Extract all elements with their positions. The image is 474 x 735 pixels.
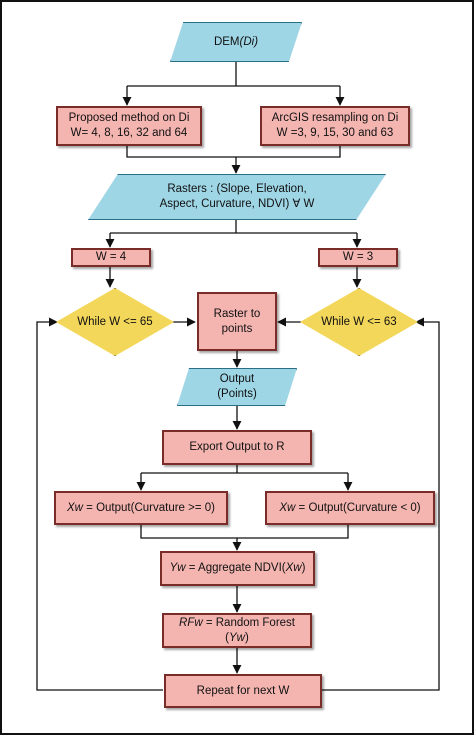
yw-text: = Aggregate NDVI( <box>185 562 286 574</box>
arcgis-resampling-box: ArcGIS resampling on Di W =3, 9, 15, 30 … <box>260 106 410 146</box>
rf-var: RFw <box>179 616 203 629</box>
rf-var2: Yw <box>229 631 245 644</box>
rasters-line2: Aspect, Curvature, NDVI) ∀ W <box>159 198 315 210</box>
dem-input: DEM(Di) <box>170 22 302 62</box>
rasters-io: Rasters : (Slope, Elevation, Aspect, Cur… <box>88 174 386 220</box>
w3-box: W = 3 <box>318 248 398 267</box>
w4-label: W = 4 <box>95 251 127 263</box>
xw-left-text: = Output(Curvature >= 0) <box>82 501 215 514</box>
edge-xw-merge <box>140 525 349 539</box>
rf-text: = Random Forest ( <box>202 616 295 644</box>
w4-box: W = 4 <box>71 248 151 267</box>
raster-points-line2: points <box>221 322 253 335</box>
xw-right-var: Xw <box>279 501 296 514</box>
proposed-line2: W= 4, 8, 16, 32 and 64 <box>70 127 188 139</box>
while-left-label: While W <= 65 <box>77 315 153 328</box>
yw-var2: Xw <box>285 562 302 574</box>
arcgis-line1: ArcGIS resampling on Di <box>271 112 399 124</box>
raster-points-line1: Raster to <box>213 307 261 320</box>
xw-left-var: Xw <box>67 501 83 514</box>
repeat-label: Repeat for next W <box>196 684 290 697</box>
output-line1: Output <box>219 373 255 385</box>
output-points-io: Output (Points) <box>177 368 297 406</box>
xw-right-text: = Output(Curvature < 0) <box>295 501 421 514</box>
arcgis-line2: W =3, 9, 15, 30 and 63 <box>276 127 394 139</box>
output-line2: (Points) <box>217 388 257 400</box>
edge-repeat-loop-left <box>36 317 163 691</box>
export-label: Export Output to R <box>189 441 285 453</box>
repeat-box: Repeat for next W <box>164 674 322 708</box>
proposed-method-box: Proposed method on Di W= 4, 8, 16, 32 an… <box>56 106 202 146</box>
export-box: Export Output to R <box>162 430 312 465</box>
rf-box: RFw = Random Forest (Yw) <box>162 613 312 648</box>
dem-label: DEM <box>213 35 240 48</box>
yw-end: ) <box>301 562 306 574</box>
edge-proposed-merge <box>126 146 341 158</box>
raster-to-points-box: Raster to points <box>197 292 277 351</box>
xw-right-box: Xw = Output(Curvature < 0) <box>265 491 435 525</box>
dem-var: (Di) <box>239 35 259 48</box>
rf-end: ) <box>244 631 249 644</box>
edge-repeat-loop-right <box>322 317 440 691</box>
rasters-line1: Rasters : (Slope, Elevation, <box>167 183 307 195</box>
yw-box: Yw = Aggregate NDVI(Xw) <box>160 551 315 586</box>
while-right-label: While W <= 63 <box>321 315 397 328</box>
proposed-line1: Proposed method on Di <box>68 112 190 124</box>
w3-label: W = 3 <box>342 251 374 263</box>
yw-var: Yw <box>169 562 186 574</box>
xw-left-box: Xw = Output(Curvature >= 0) <box>54 491 228 525</box>
